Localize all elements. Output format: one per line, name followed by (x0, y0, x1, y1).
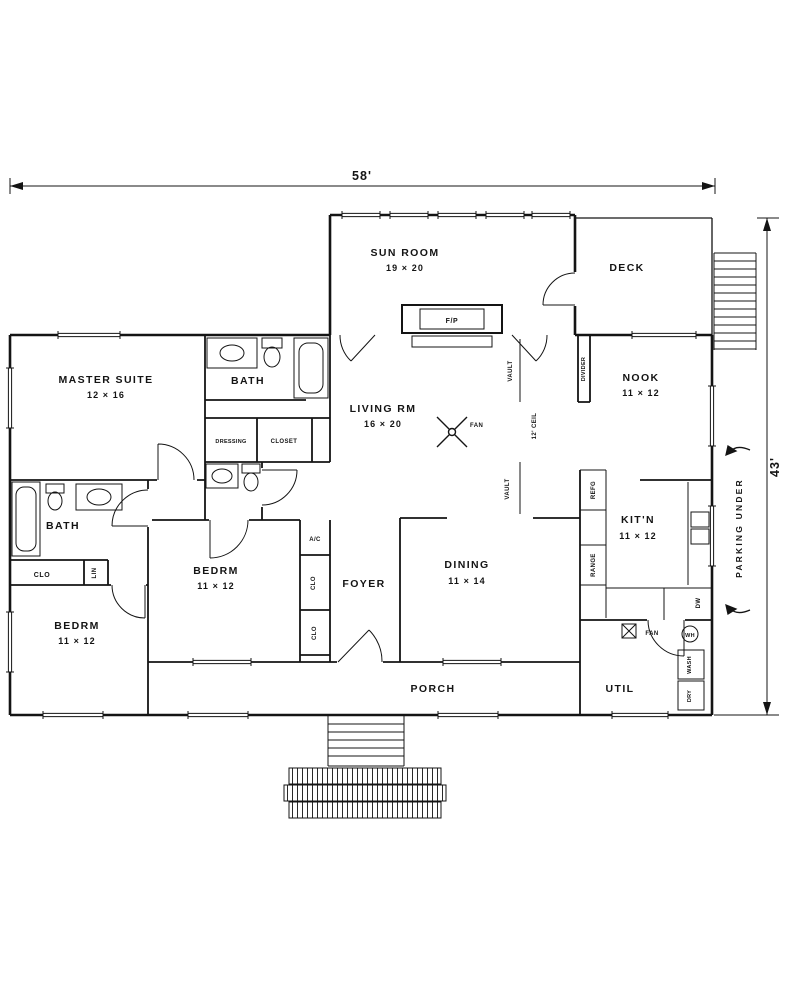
kitchen-fixtures (580, 469, 712, 620)
label-washer: WASH (687, 656, 693, 674)
label-linen: LIN (92, 568, 98, 579)
bath-fixtures (11, 337, 329, 557)
room-bedrm-lower: BEDRM (54, 620, 100, 632)
room-dressing: DRESSING (215, 439, 246, 445)
room-living-rm-size: 16 × 20 (364, 419, 402, 429)
room-dining: DINING (444, 559, 489, 571)
room-util: UTIL (606, 683, 635, 695)
dimension-depth-label: 43' (768, 457, 782, 477)
label-vault-lower: VAULT (505, 478, 511, 499)
room-bedrm-mid: BEDRM (193, 565, 239, 577)
label-dishwasher: DW (696, 598, 702, 609)
room-foyer: FOYER (342, 578, 385, 590)
room-bath-upper: BATH (231, 375, 265, 387)
utility-fixtures (621, 623, 705, 711)
label-refrigerator: REFG (591, 481, 597, 499)
labels: 58' 43' SUN ROOM 19 × 20 DECK MASTER SUI… (34, 169, 782, 702)
label-vault-upper: VAULT (508, 360, 514, 381)
room-living-rm: LIVING RM (350, 403, 417, 415)
room-deck: DECK (609, 262, 644, 274)
label-ceiling: 12' CEIL (532, 413, 538, 440)
deck-stairs (713, 252, 757, 350)
label-fan-util: FAN (645, 631, 658, 637)
label-parking-under: PARKING UNDER (734, 478, 744, 578)
label-clo-mid-lower: CLO (312, 626, 318, 640)
room-bedrm-mid-size: 11 × 12 (197, 581, 234, 591)
room-bath-lower: BATH (46, 520, 80, 532)
room-sun-room-size: 19 × 20 (386, 263, 424, 273)
room-porch: PORCH (411, 683, 456, 695)
exterior-walls (8, 213, 714, 717)
label-fan-living: FAN (470, 423, 483, 429)
room-dining-size: 11 × 14 (448, 576, 485, 586)
room-master-suite-size: 12 × 16 (87, 390, 125, 400)
windows (6, 211, 716, 719)
ceiling-fan-icon (436, 416, 468, 448)
label-range: RANGE (591, 553, 597, 577)
dimension-arrows (10, 182, 771, 715)
label-clo-mid-upper: CLO (311, 576, 317, 590)
entry-stairs (283, 716, 447, 819)
room-sun-room: SUN ROOM (371, 247, 440, 259)
room-bedrm-lower-size: 11 × 12 (58, 636, 95, 646)
deck-edge (575, 217, 713, 335)
room-closet: CLOSET (271, 439, 298, 445)
driveway-arrow-icon (725, 444, 751, 616)
label-water-heater: WH (685, 633, 695, 639)
room-master-suite: MASTER SUITE (59, 374, 154, 386)
fireplace (401, 304, 503, 348)
dimension-width-label: 58' (352, 169, 372, 183)
label-clo-hall: CLO (34, 572, 51, 579)
label-fireplace: F/P (446, 318, 459, 325)
door-gaps (111, 272, 685, 666)
room-kitchen-size: 11 × 12 (619, 531, 656, 541)
label-ac: A/C (309, 537, 321, 543)
room-nook-size: 11 × 12 (622, 388, 659, 398)
label-divider: DIVIDER (581, 357, 587, 381)
room-nook: NOOK (622, 372, 659, 384)
room-kitchen: KIT'N (621, 514, 655, 526)
label-dryer: DRY (687, 690, 693, 702)
door-swings (111, 272, 685, 663)
